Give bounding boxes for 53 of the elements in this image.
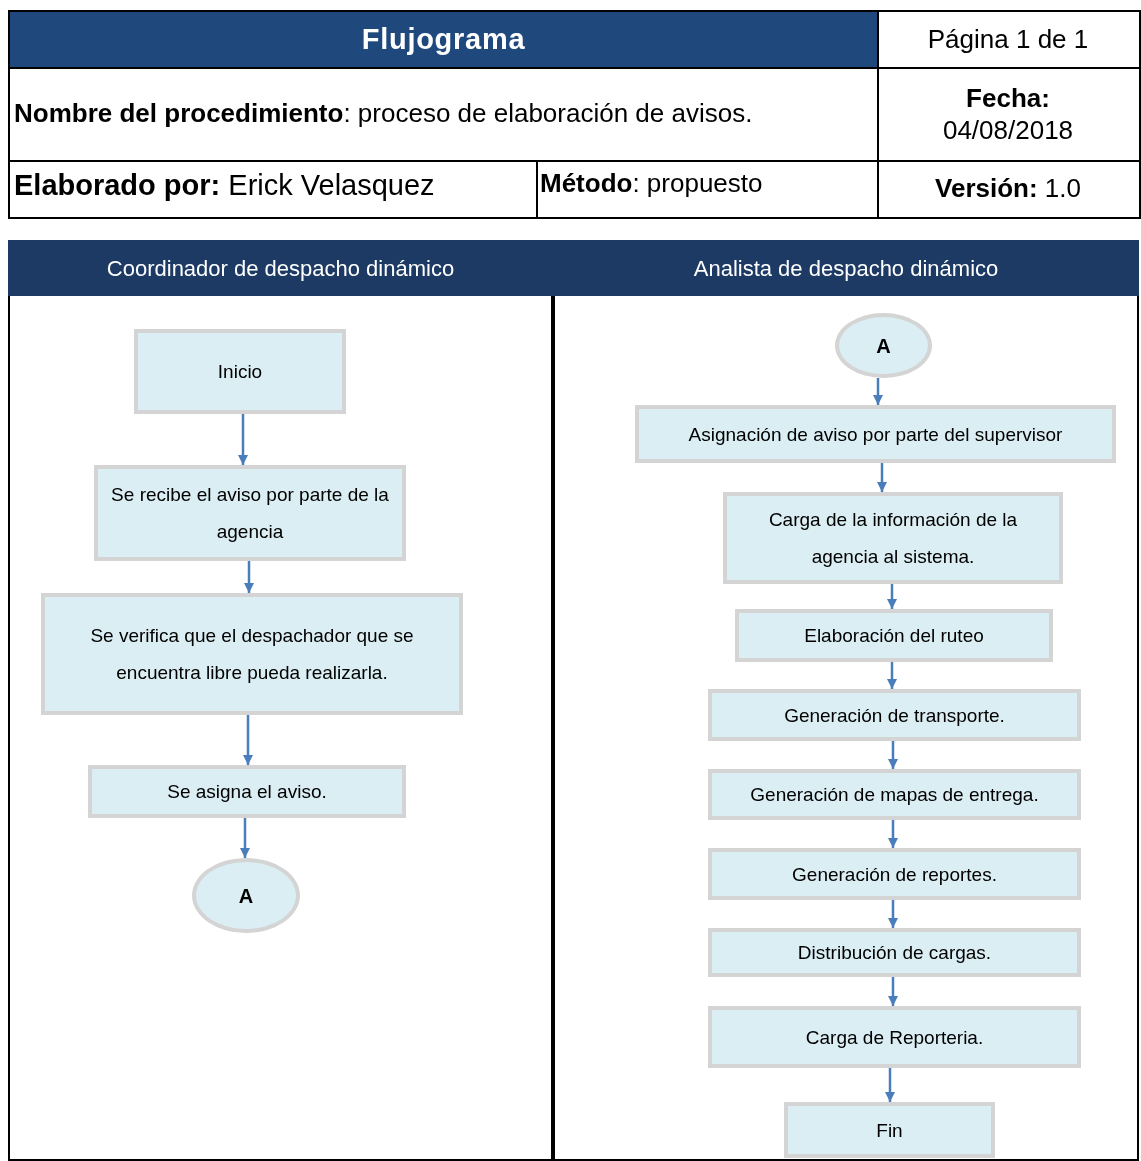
box-text: Generación de reportes. xyxy=(792,862,997,887)
title: Flujograma xyxy=(361,21,526,57)
process-box xyxy=(88,765,406,818)
box-text: Elaboración del ruteo xyxy=(804,624,984,648)
process-box xyxy=(708,928,1081,977)
arrow xyxy=(888,741,898,769)
method: Método: propuesto xyxy=(540,167,763,200)
process-box xyxy=(134,329,346,414)
arrow xyxy=(888,820,898,848)
arrow xyxy=(887,584,897,609)
arrow xyxy=(243,715,253,765)
box-text: Fin xyxy=(876,1118,903,1143)
box-text: Distribución de cargas. xyxy=(797,941,992,965)
page-number: Página 1 de 1 xyxy=(927,23,1089,56)
box-text: Asignación de aviso por parte del supervisor xyxy=(688,422,1063,447)
author: Elaborado por: Erick Velasquez xyxy=(14,168,435,203)
box-text: Carga de Reporteria. xyxy=(805,1025,984,1050)
process-box xyxy=(708,848,1081,900)
box-text: Se asigna el aviso. xyxy=(167,780,327,804)
arrow xyxy=(238,414,248,465)
process-box xyxy=(723,492,1063,584)
box-text: Generación de transporte. xyxy=(784,703,1005,728)
box-text: A xyxy=(876,333,891,359)
box-text: Inicio xyxy=(217,360,263,384)
swimlane xyxy=(8,240,553,1161)
date-value: 04/08/2018 xyxy=(942,113,1074,146)
box-text: Se verifica que el despachador que se encuentra libre pueda realizarla. xyxy=(89,624,415,685)
version: Versión: 1.0 xyxy=(935,172,1081,205)
process-box xyxy=(708,689,1081,741)
arrow xyxy=(888,977,898,1006)
arrow xyxy=(885,1068,895,1102)
lane-title: Coordinador de despacho dinámico xyxy=(106,254,455,283)
process-box xyxy=(41,593,463,715)
box-text: Generación de mapas de entrega. xyxy=(750,783,1039,807)
box-text: A xyxy=(238,883,254,909)
lane-title: Analista de despacho dinámico xyxy=(693,254,999,283)
arrow xyxy=(873,378,883,405)
process-box xyxy=(94,465,406,561)
process-box xyxy=(735,609,1053,662)
arrow xyxy=(888,900,898,928)
box-text: Se recibe el aviso por parte de la agencia xyxy=(110,483,390,544)
arrow xyxy=(244,561,254,593)
process-box xyxy=(708,769,1081,820)
process-box xyxy=(708,1006,1081,1068)
arrow xyxy=(240,818,250,858)
arrow xyxy=(877,463,887,492)
process-box xyxy=(635,405,1116,463)
procedure-name: Nombre del procedimiento: proceso de elaboración de avisos. xyxy=(14,97,753,130)
date-label: Fecha: xyxy=(966,81,1050,114)
process-box xyxy=(784,1102,995,1158)
arrow xyxy=(887,662,897,689)
swimlane xyxy=(553,240,1139,1161)
box-text: Carga de la información de la agencia al sistema. xyxy=(767,508,1019,569)
